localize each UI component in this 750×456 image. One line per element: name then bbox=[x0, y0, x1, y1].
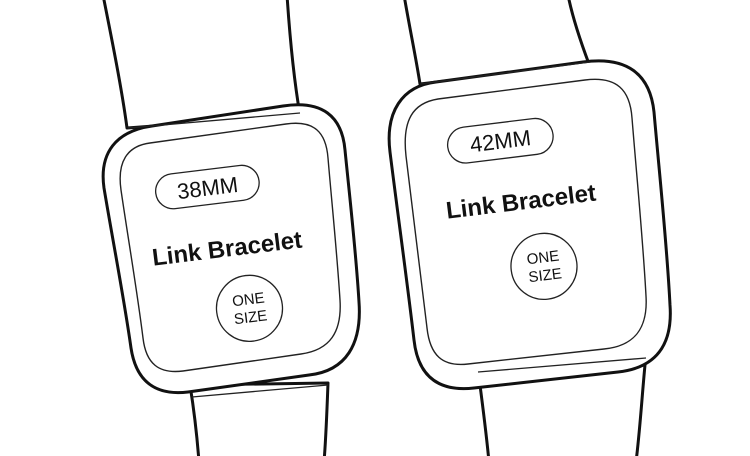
watch-38mm-top-seam bbox=[127, 112, 301, 129]
watch-38mm: 38MM Link Bracelet ONE SIZE bbox=[101, 0, 361, 456]
watch-42mm-size-pill bbox=[446, 117, 554, 164]
watch-42mm-bottom-strap bbox=[476, 363, 647, 456]
watch-38mm-badge-line1: ONE bbox=[231, 289, 265, 310]
watch-38mm-size-pill bbox=[154, 164, 260, 210]
watch-42mm-badge-line1: ONE bbox=[526, 247, 560, 268]
watch-42mm-one-size-badge bbox=[510, 232, 578, 300]
watch-38mm-one-size-badge bbox=[215, 274, 284, 342]
watch-42mm-top-seam bbox=[419, 61, 591, 85]
watch-38mm-bottom-strap bbox=[188, 381, 330, 456]
watch-38mm-badge-line2: SIZE bbox=[233, 307, 268, 328]
watch-42mm-badge-line2: SIZE bbox=[528, 265, 563, 286]
watch-42mm: 42MM Link Bracelet ONE SIZE bbox=[387, 0, 672, 456]
watch-42mm-bottom-seam bbox=[477, 357, 647, 373]
watch-38mm-bottom-seam bbox=[191, 384, 329, 398]
